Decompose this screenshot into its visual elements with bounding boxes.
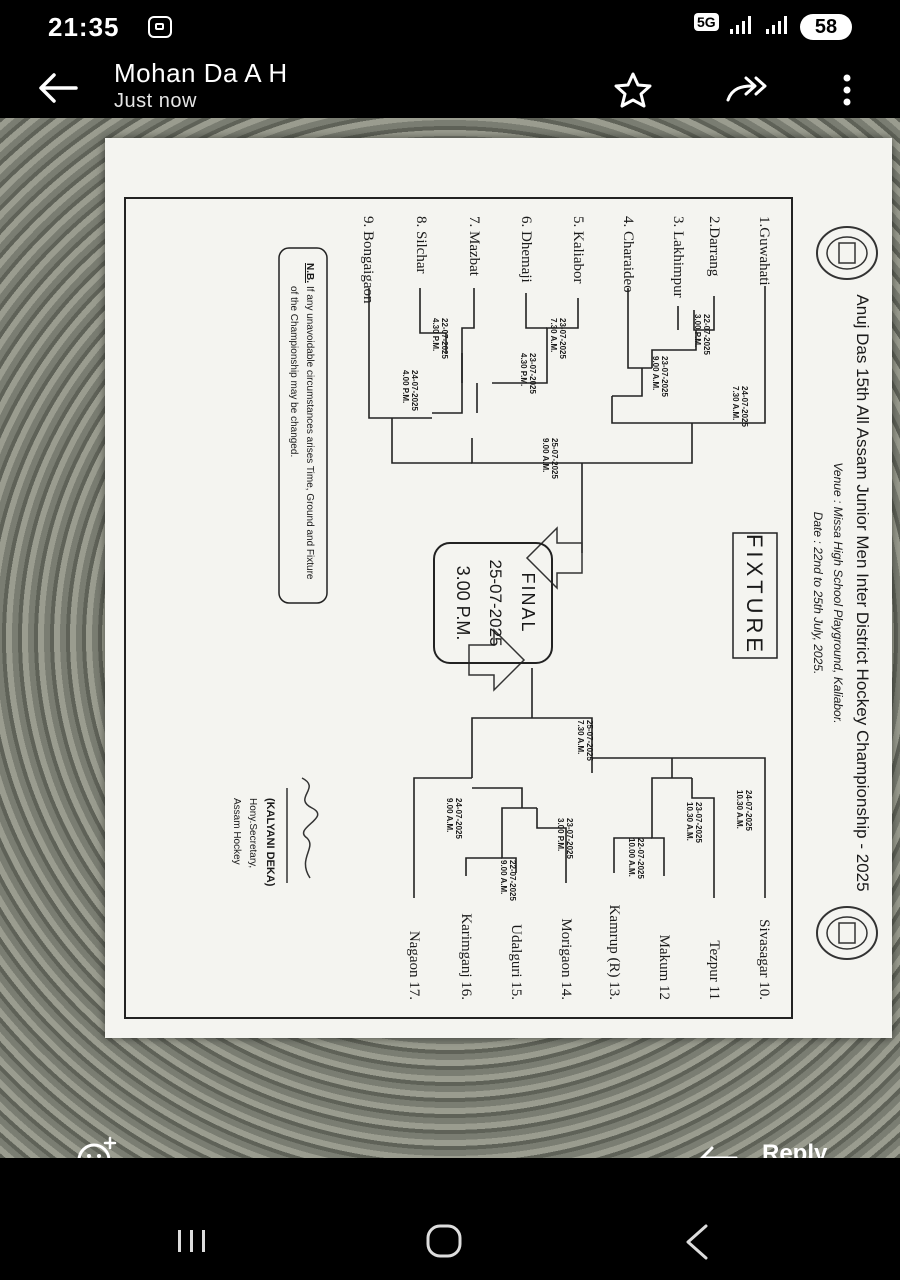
svg-text:3.00 P.M.: 3.00 P.M. bbox=[693, 314, 702, 347]
system-nav-bar bbox=[0, 1158, 900, 1280]
svg-text:22-07-2025: 22-07-2025 bbox=[636, 838, 645, 879]
fixture-heading: FIXTURE bbox=[742, 534, 767, 656]
svg-text:23-07-2025: 23-07-2025 bbox=[558, 318, 567, 359]
svg-text:10.30 A.M.: 10.30 A.M. bbox=[685, 802, 694, 841]
svg-text:24-07-2025: 24-07-2025 bbox=[740, 386, 749, 427]
signature bbox=[286, 777, 319, 883]
fixture-sheet: Anuj Das 15th All Assam Junior Men Inter… bbox=[124, 197, 878, 1019]
left-team-6: 6. Dhemaji bbox=[518, 216, 534, 283]
note-line-2: of the Championship may be changed. bbox=[288, 286, 299, 457]
svg-text:10.00 A.M.: 10.00 A.M. bbox=[627, 838, 636, 877]
right-team-17: Nagaon 17. bbox=[406, 931, 422, 1000]
svg-text:4.30 P.M.: 4.30 P.M. bbox=[431, 318, 440, 351]
svg-text:3.00 P.M.: 3.00 P.M. bbox=[556, 818, 565, 851]
left-team-7: 7. Mazbat bbox=[466, 216, 482, 277]
home-icon[interactable] bbox=[424, 1222, 464, 1260]
right-team-13: Kamrup (R) 13. bbox=[606, 905, 622, 1000]
note-label: N.B. bbox=[304, 263, 315, 283]
svg-text:4.00 P.M.: 4.00 P.M. bbox=[401, 370, 410, 403]
left-team-1: 1.Guwahati bbox=[756, 216, 772, 286]
fixture-heading-box bbox=[732, 532, 778, 659]
left-team-4: 4. Charaideo bbox=[620, 216, 636, 293]
network-type-badge: 5G bbox=[694, 13, 719, 31]
final-label: FINAL bbox=[518, 572, 538, 633]
svg-text:10.30 A.M.: 10.30 A.M. bbox=[735, 790, 744, 829]
fixture-document: Anuj Das 15th All Assam Junior Men Inter… bbox=[105, 138, 892, 1038]
right-team-10: Sivasagar 10. bbox=[756, 919, 772, 1000]
final-date: 25-07-2025 bbox=[486, 560, 505, 647]
signatory-role: Hony.Secretary, bbox=[247, 798, 258, 868]
svg-text:23-07-2025: 23-07-2025 bbox=[694, 802, 703, 843]
assam-hockey-emblem-left bbox=[816, 226, 878, 280]
svg-text:23-07-2025: 23-07-2025 bbox=[565, 818, 574, 859]
document-border bbox=[124, 197, 793, 1019]
signal-strength-icon bbox=[766, 16, 787, 34]
left-team-5: 5. Kaliabor bbox=[570, 216, 586, 283]
left-match-labels: 22-07-2025 3.00 P.M. 23-07-2025 9.00 A.M… bbox=[401, 314, 749, 479]
star-icon[interactable] bbox=[612, 70, 654, 110]
svg-text:24-07-2025: 24-07-2025 bbox=[410, 370, 419, 411]
document-venue: Venue : Missa High School Playground, Ka… bbox=[831, 462, 845, 723]
left-team-3: 3. Lakhimpur bbox=[670, 216, 686, 298]
right-bracket-lines bbox=[413, 668, 766, 898]
screenshot-icon bbox=[148, 16, 172, 38]
svg-text:9.00 A.M.: 9.00 A.M. bbox=[651, 356, 660, 390]
svg-text:24-07-2025: 24-07-2025 bbox=[454, 798, 463, 839]
left-team-2: 2.Darrang bbox=[706, 216, 722, 277]
assam-hockey-emblem-right bbox=[816, 906, 878, 960]
signatory-org: Assam Hockey bbox=[231, 798, 242, 865]
right-team-14: Morigaon 14. bbox=[558, 918, 574, 1000]
svg-text:4.30 P.M.: 4.30 P.M. bbox=[519, 353, 528, 386]
svg-text:25-07-2025: 25-07-2025 bbox=[550, 438, 559, 479]
back-arrow-icon[interactable] bbox=[36, 70, 80, 106]
more-options-icon[interactable] bbox=[832, 70, 862, 110]
recent-apps-icon[interactable] bbox=[172, 1226, 212, 1256]
svg-text:25-07-2025: 25-07-2025 bbox=[585, 720, 594, 761]
svg-text:7.30 A.M.: 7.30 A.M. bbox=[549, 318, 558, 352]
battery-level: 58 bbox=[800, 14, 852, 40]
left-bracket-lines bbox=[368, 286, 766, 553]
right-team-11: Tezpur 11 bbox=[706, 940, 722, 1000]
svg-text:9.00 A.M.: 9.00 A.M. bbox=[499, 860, 508, 894]
right-team-12: Makum 12 bbox=[656, 935, 672, 1000]
svg-text:23-07-2025: 23-07-2025 bbox=[660, 356, 669, 397]
left-arrow bbox=[525, 526, 583, 590]
final-box bbox=[433, 542, 553, 664]
signal-strength-icon bbox=[730, 16, 751, 34]
final-time: 3.00 P.M. bbox=[453, 566, 473, 641]
note-box bbox=[278, 247, 328, 604]
svg-text:9.00 A.M.: 9.00 A.M. bbox=[445, 798, 454, 832]
svg-text:22-07-2025: 22-07-2025 bbox=[440, 318, 449, 359]
right-team-15: Udalguri 15. bbox=[508, 924, 524, 1000]
svg-text:7.30 A.M.: 7.30 A.M. bbox=[731, 386, 740, 420]
svg-text:7.30 A.M.: 7.30 A.M. bbox=[576, 720, 585, 754]
svg-text:24-07-2025: 24-07-2025 bbox=[744, 790, 753, 831]
left-team-9: 9. Bongaigaon bbox=[360, 216, 376, 304]
sender-name: Mohan Da A H bbox=[114, 58, 288, 88]
svg-text:9.00 A.M.: 9.00 A.M. bbox=[541, 438, 550, 472]
left-team-8: 8. Silchar bbox=[413, 216, 429, 274]
note-line-1: If any unavoidable circumstances arises … bbox=[304, 286, 315, 580]
svg-text:22-07-2025: 22-07-2025 bbox=[702, 314, 711, 355]
status-time: 21:35 bbox=[48, 12, 120, 42]
message-timestamp: Just now bbox=[114, 90, 197, 112]
svg-text:23-07-2025: 23-07-2025 bbox=[528, 353, 537, 394]
nav-back-icon[interactable] bbox=[680, 1222, 716, 1262]
forward-icon[interactable] bbox=[722, 70, 774, 110]
svg-text:22-07-2025: 22-07-2025 bbox=[508, 860, 517, 901]
right-match-labels: 24-07-2025 10.30 A.M. 23-07-2025 10.30 A… bbox=[445, 720, 753, 901]
right-team-16: Karimganj 16. bbox=[458, 913, 474, 1000]
document-date: Date : 22nd to 25th July, 2025. bbox=[811, 512, 825, 675]
signatory-name: (KALYANI DEKA) bbox=[264, 798, 276, 887]
document-title: Anuj Das 15th All Assam Junior Men Inter… bbox=[853, 294, 872, 891]
right-arrow bbox=[468, 628, 526, 692]
